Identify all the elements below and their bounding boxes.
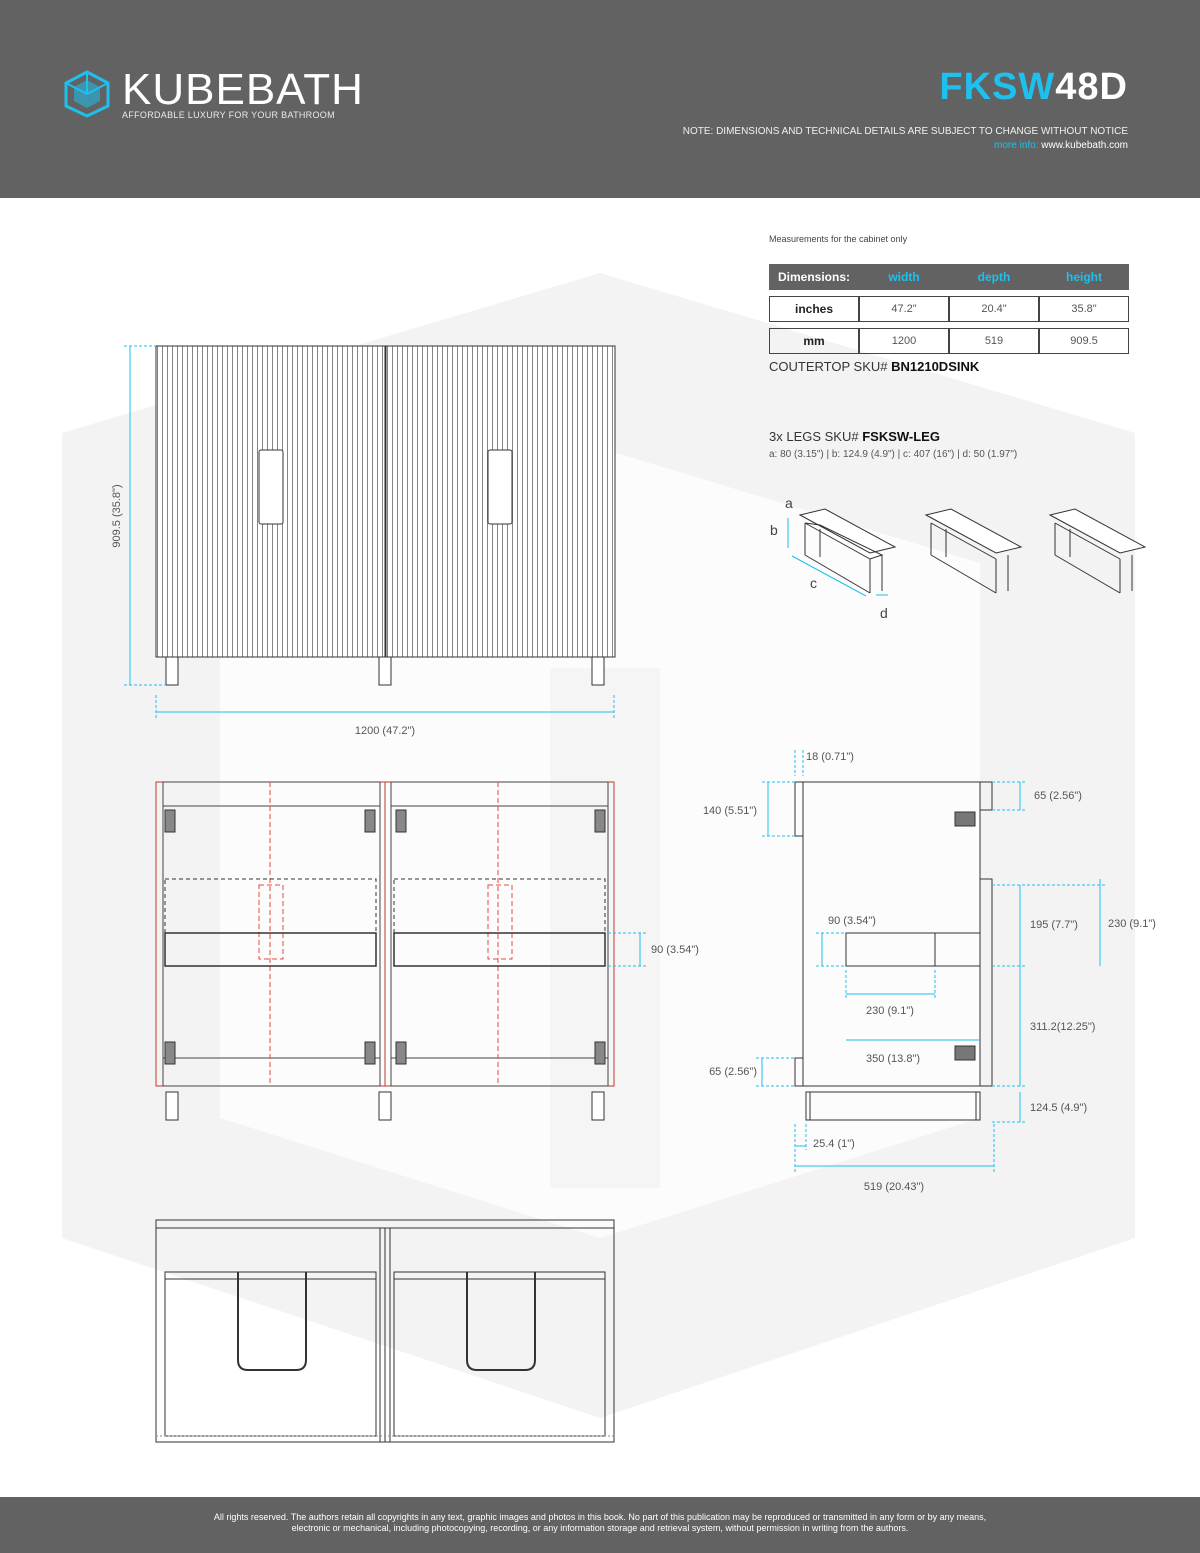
side-drawer-front-label: 195 (7.7") <box>1030 919 1078 931</box>
cell-width: 47.2" <box>859 296 949 322</box>
interior-drawer-label: 90 (3.54") <box>651 944 699 956</box>
countertop-sku-value: BN1210DSINK <box>891 359 980 374</box>
model-suffix: 48D <box>1055 66 1128 108</box>
side-drawer-height-label: 90 (3.54") <box>828 915 876 927</box>
side-top-thickness-label: 18 (0.71") <box>806 751 854 763</box>
plan-view <box>155 1219 615 1443</box>
dimensions-header-width: width <box>859 264 949 290</box>
brand-tagline: AFFORDABLE LUXURY FOR YOUR BATHROOM <box>122 110 335 120</box>
model-number: FKSW48D <box>939 66 1128 109</box>
measurements-note: Measurements for the cabinet only <box>769 234 908 244</box>
cube-logo-icon <box>64 70 110 118</box>
table-row: inches 47.2" 20.4" 35.8" <box>769 296 1129 322</box>
more-info: more info: www.kubebath.com <box>994 140 1128 151</box>
legs-dimensions: a: 80 (3.15") | b: 124.9 (4.9") | c: 407… <box>769 449 1018 460</box>
cell-depth: 20.4" <box>949 296 1039 322</box>
change-notice: NOTE: DIMENSIONS AND TECHNICAL DETAILS A… <box>682 126 1128 137</box>
model-prefix: FKSW <box>939 66 1056 108</box>
more-info-link[interactable]: www.kubebath.com <box>1041 140 1128 151</box>
countertop-sku-label: COUTERTOP SKU# <box>769 359 888 374</box>
cell-width: 1200 <box>859 328 949 354</box>
side-hinge-top-label: 65 (2.56") <box>1034 790 1082 802</box>
leg-label-b: b <box>770 522 778 538</box>
leg-label-a: a <box>785 495 793 511</box>
cell-height: 35.8" <box>1039 296 1129 322</box>
row-label: inches <box>769 296 859 322</box>
dimensions-header-height: height <box>1039 264 1129 290</box>
interior-view: 90 (3.54") <box>155 781 699 1121</box>
front-height-label: 909.5 (35.8") <box>111 484 123 547</box>
cell-depth: 519 <box>949 328 1039 354</box>
brand-name: KUBEBATH <box>122 65 364 114</box>
side-depth-label: 519 (20.43") <box>864 1181 924 1193</box>
legs-illustration <box>787 508 1147 597</box>
front-width-label: 1200 (47.2") <box>355 725 415 737</box>
dimensions-header-row: Dimensions: width depth height <box>769 264 1129 290</box>
copyright-notice: All rights reserved. The authors retain … <box>0 1512 1200 1534</box>
header-bar <box>0 0 1200 198</box>
side-drawer-total-label: 230 (9.1") <box>1108 918 1156 930</box>
copyright-line-2: electronic or mechanical, including phot… <box>291 1523 909 1533</box>
table-row: mm 1200 519 909.5 <box>769 328 1129 354</box>
side-top-rail-label: 140 (5.51") <box>703 805 757 817</box>
dimensions-header-depth: depth <box>949 264 1039 290</box>
legs-sku: 3x LEGS SKU# FSKSW-LEG <box>769 429 940 444</box>
side-drawer-depth-label: 230 (9.1") <box>866 1005 914 1017</box>
side-shelf-depth-label: 350 (13.8") <box>866 1053 920 1065</box>
countertop-sku: COUTERTOP SKU# BN1210DSINK <box>769 359 979 374</box>
cell-height: 909.5 <box>1039 328 1129 354</box>
dimensions-header-label: Dimensions: <box>769 264 859 290</box>
legs-sku-label: 3x LEGS SKU# <box>769 429 859 444</box>
footer-bar <box>0 1497 1200 1553</box>
copyright-line-1: All rights reserved. The authors retain … <box>213 1512 987 1522</box>
legs-sku-value: FSKSW-LEG <box>862 429 940 444</box>
leg-label-c: c <box>810 575 817 591</box>
more-info-label: more info: <box>994 140 1039 151</box>
row-label: mm <box>769 328 859 354</box>
front-view: 909.5 (35.8") 1200 (47.2") <box>111 345 616 737</box>
leg-label-d: d <box>880 605 888 621</box>
dimensions-table: Dimensions: width depth height inches 47… <box>769 258 1129 360</box>
side-mid-section-label: 311.2(12.25") <box>1030 1021 1095 1033</box>
side-leg-offset-label: 25.4 (1") <box>813 1138 855 1150</box>
side-view: 18 (0.71") 140 (5.51") 65 (2.56") 195 (7… <box>703 750 1156 1193</box>
side-leg-height-label: 124.5 (4.9") <box>1030 1102 1087 1114</box>
side-bottom-rail-label: 65 (2.56") <box>709 1066 757 1078</box>
